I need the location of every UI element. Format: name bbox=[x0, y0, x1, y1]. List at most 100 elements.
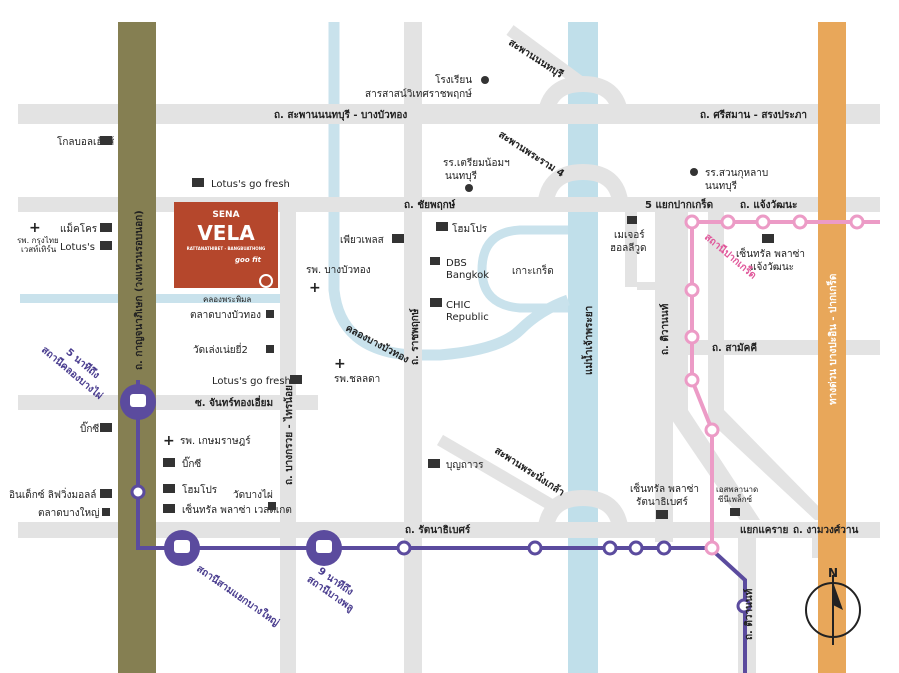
road-kanchanaphisek: ถ. กาญจนาภิเษก (วงแหวนรอบนอก) bbox=[133, 210, 145, 370]
poi-school-2: รร.เตรียมน้อมฯ นนทบุรี bbox=[443, 157, 510, 192]
poi-central-chaeng: เซ็นทรัล พลาซ่า แจ้งวัฒนะ bbox=[736, 234, 805, 273]
river-label: แม่น้ำเจ้าพระยา bbox=[581, 306, 595, 375]
svg-text:แจ้งวัฒนะ: แจ้งวัฒนะ bbox=[750, 261, 794, 273]
svg-text:รพ. เกษมราษฎร์: รพ. เกษมราษฎร์ bbox=[180, 435, 251, 447]
label-khlong-bangphai: 5 นาทีถึง สถานีคลองบางไผ่ bbox=[39, 343, 106, 402]
label-bang-phlu: 9 นาทีถึง สถานีบางพลู bbox=[304, 565, 356, 615]
svg-text:โกลบอลเฮ้าส์: โกลบอลเฮ้าส์ bbox=[57, 135, 114, 148]
bridge-rama4 bbox=[537, 163, 629, 213]
poi-lotus-go-fresh-1: Lotus's go fresh bbox=[192, 178, 290, 190]
svg-text:บิ๊กซี: บิ๊กซี bbox=[182, 456, 201, 470]
label-sam-yaek-bangyai: สถานีสามแยกบางใหญ่ bbox=[194, 562, 282, 629]
poi-hospital-krungthai: + รพ. กรุงไทย เวสท์เทิร์น bbox=[17, 220, 59, 254]
svg-text:+: + bbox=[163, 433, 175, 449]
svg-text:+: + bbox=[29, 220, 41, 236]
svg-text:อินเด็กซ์ ลิฟวิ่งมอลล์: อินเด็กซ์ ลิฟวิ่งมอลล์ bbox=[9, 487, 96, 501]
road-bang-kruai: ถ. บางกรวย - ไทรน้อย bbox=[282, 385, 295, 485]
svg-text:+: + bbox=[309, 280, 321, 296]
poi-globalhouse: โกลบอลเฮ้าส์ bbox=[57, 135, 114, 148]
logo-tagline: RATTANATHIBET - BANGBUATHONG bbox=[187, 246, 266, 251]
poi-central-westgate: เซ็นทรัล พลาซ่า เวสต์เกต bbox=[163, 502, 292, 516]
svg-text:เมเจอร์: เมเจอร์ bbox=[614, 229, 645, 241]
poi-chic: CHIC Republic bbox=[430, 298, 489, 323]
bridge-phranangklao bbox=[537, 489, 629, 539]
svg-text:บิ๊กซี: บิ๊กซี bbox=[80, 421, 99, 435]
canal-phimon-label: คลองพระพิมล bbox=[203, 295, 251, 304]
svg-text:รัตนาธิเบศร์: รัตนาธิเบศร์ bbox=[636, 496, 689, 508]
svg-text:สารสาสน์วิเทศราชพฤกษ์: สารสาสน์วิเทศราชพฤกษ์ bbox=[365, 88, 472, 100]
road-srisaman: ถ. ศรีสมาน - สรงประภา bbox=[700, 109, 807, 121]
road-chaengwattana: ถ. แจ้งวัฒนะ bbox=[740, 199, 797, 211]
kanchanaphisek-road bbox=[118, 22, 156, 673]
station-khlong-bangphai bbox=[120, 384, 156, 420]
svg-text:นนทบุรี: นนทบุรี bbox=[445, 170, 478, 182]
compass: N bbox=[805, 566, 861, 645]
canal-bangbuathong bbox=[328, 22, 570, 361]
svg-text:รร.เตรียมน้อมฯ: รร.เตรียมน้อมฯ bbox=[443, 157, 510, 169]
ko-kret-canal bbox=[477, 225, 568, 313]
poi-homepro-1: โฮมโปร bbox=[436, 222, 488, 235]
svg-text:Lotus's go fresh: Lotus's go fresh bbox=[212, 376, 291, 387]
svg-text:Lotus's: Lotus's bbox=[60, 242, 95, 253]
svg-text:ตลาดบางบัวทอง: ตลาดบางบัวทอง bbox=[190, 310, 261, 321]
poi-homepro-2: โฮมโปร bbox=[163, 483, 218, 496]
svg-text:เซ็นทรัล พลาซ่า เวสต์เกต: เซ็นทรัล พลาซ่า เวสต์เกต bbox=[182, 502, 292, 516]
svg-text:รพ. กรุงไทย: รพ. กรุงไทย bbox=[17, 236, 59, 245]
poi-lotus-go-fresh-2: Lotus's go fresh bbox=[212, 375, 302, 387]
svg-text:Lotus's go fresh: Lotus's go fresh bbox=[211, 179, 290, 190]
canal-bangbuathong-label: คลองบางบัวทอง bbox=[344, 322, 412, 366]
poi-hospital-bangbuathong: รพ. บางบัวทอง + bbox=[306, 265, 371, 296]
svg-text:เอสพลานาด: เอสพลานาด bbox=[716, 485, 758, 494]
station-bang-phlu bbox=[306, 530, 342, 566]
station-sam-yaek-bangyai bbox=[164, 530, 200, 566]
svg-text:โฮมโปร: โฮมโปร bbox=[182, 483, 218, 496]
svg-text:วัดบางไผ่: วัดบางไผ่ bbox=[233, 489, 273, 501]
purple-line-stops bbox=[130, 484, 752, 614]
poi-bigc-1: บิ๊กซี bbox=[80, 421, 112, 435]
svg-text:โฮมโปร: โฮมโปร bbox=[452, 222, 488, 235]
poi-hospital-chonlada: + รพ.ชลลดา bbox=[334, 356, 380, 385]
logo-sub: goo fit bbox=[235, 256, 262, 264]
svg-text:วัดเล่งเน่ยยี่2: วัดเล่งเน่ยยี่2 bbox=[193, 342, 248, 356]
poi-pure-place: เพียวเพลส bbox=[340, 234, 404, 246]
svg-text:นนทบุรี: นนทบุรี bbox=[705, 180, 738, 192]
poi-central-rattana: เซ็นทรัล พลาซ่า รัตนาธิเบศร์ bbox=[630, 481, 699, 519]
project-logo: SENA VELA RATTANATHIBET - BANGBUATHONG g… bbox=[174, 202, 278, 288]
poi-lotus: Lotus's bbox=[60, 241, 112, 253]
svg-text:ซีนีเพล็กซ์: ซีนีเพล็กซ์ bbox=[718, 494, 753, 504]
svg-text:เวสท์เทิร์น: เวสท์เทิร์น bbox=[21, 244, 57, 254]
road-yaek-khae-rai: แยกแคราย bbox=[740, 525, 788, 536]
poi-wat-bangphai: วัดบางไผ่ bbox=[233, 489, 276, 510]
svg-text:รร.สวนกุหลาบ: รร.สวนกุหลาบ bbox=[705, 168, 768, 179]
bridge-nonthaburi-ramp bbox=[506, 25, 587, 89]
poi-dbs: DBS Bangkok bbox=[430, 257, 489, 281]
road-chanthongiam: ซ. จันทร์ทองเอี่ยม bbox=[195, 395, 273, 409]
road-chaiyaphruek: ถ. ชัยพฤกษ์ bbox=[404, 199, 456, 211]
poi-esplanade: เอสพลานาด ซีนีเพล็กซ์ bbox=[716, 485, 758, 516]
poi-talad-bangyai: ตลาดบางใหญ่ bbox=[38, 507, 110, 519]
bridge-phranangklao-ramp bbox=[436, 434, 564, 516]
logo-brand: SENA bbox=[212, 210, 239, 220]
poi-wat-lamnoei: วัดเล่งเน่ยยี่2 bbox=[193, 342, 274, 356]
svg-text:รพ.ชลลดา: รพ.ชลลดา bbox=[334, 374, 380, 385]
poi-school-1: โรงเรียน สารสาสน์วิเทศราชพฤกษ์ bbox=[365, 73, 489, 100]
svg-text:+: + bbox=[334, 356, 346, 372]
pink-line-stops bbox=[684, 214, 865, 556]
road-ngamwongwan: ถ. งามวงศ์วาน bbox=[793, 524, 859, 536]
svg-text:DBS: DBS bbox=[446, 258, 467, 269]
svg-text:รพ. บางบัวทอง: รพ. บางบัวทอง bbox=[306, 265, 371, 276]
bridge-rama4-label: สะพานพระราม 4 bbox=[496, 129, 566, 180]
svg-text:CHIC: CHIC bbox=[446, 300, 470, 311]
expressway-east bbox=[818, 22, 846, 673]
svg-text:แม็คโคร: แม็คโคร bbox=[60, 221, 98, 235]
poi-major: เมเจอร์ ฮอลลีวูด bbox=[610, 216, 646, 254]
svg-text:Bangkok: Bangkok bbox=[446, 270, 489, 281]
poi-bunthavorn: บุญถาวร bbox=[428, 459, 484, 471]
road-samakkhi: ถ. สามัคคี bbox=[712, 342, 757, 354]
svg-text:ตลาดบางใหญ่: ตลาดบางใหญ่ bbox=[38, 507, 100, 519]
poi-talad-bangbuathong: ตลาดบางบัวทอง bbox=[190, 310, 274, 321]
compass-n: N bbox=[828, 566, 838, 580]
poi-bigc-2: บิ๊กซี bbox=[163, 456, 201, 470]
road-rattanathibet: ถ. รัตนาธิเบศร์ bbox=[405, 524, 471, 536]
